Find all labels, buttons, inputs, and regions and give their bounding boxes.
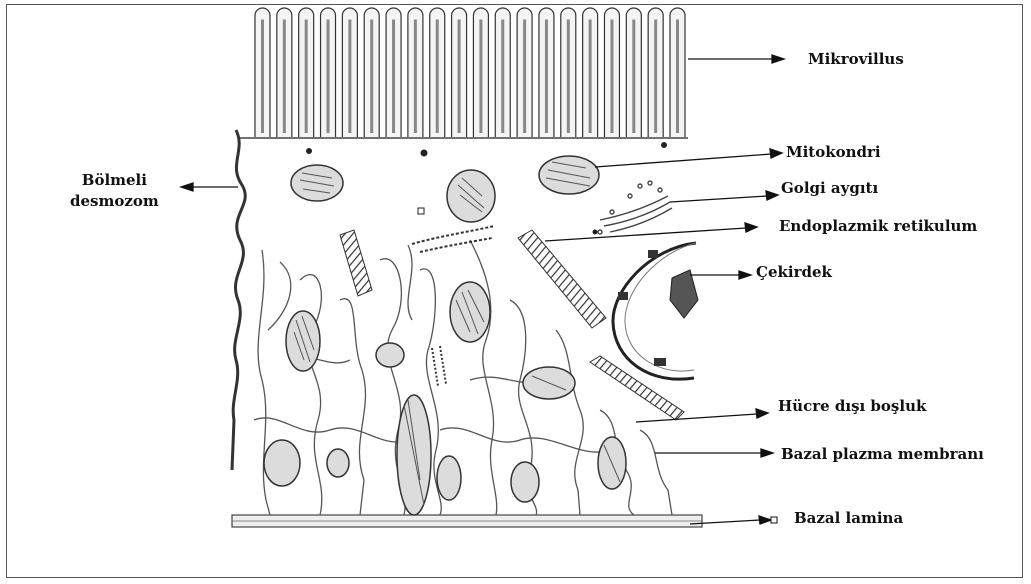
label-bazal-lamina: Bazal lamina bbox=[794, 509, 903, 527]
label-hucre-disi: Hücre dışı boşluk bbox=[778, 397, 926, 415]
label-bolmeli-desmozom: Bölmeli desmozom bbox=[70, 170, 159, 212]
label-golgi: Golgi aygıtı bbox=[781, 179, 878, 197]
golgi-apparatus bbox=[598, 181, 672, 234]
microvilli bbox=[255, 8, 685, 137]
bazal-lamina-marker bbox=[771, 517, 777, 523]
label-mikrovillus: Mikrovillus bbox=[808, 50, 904, 68]
desmosome-line bbox=[232, 130, 245, 470]
label-mitokondri: Mitokondri bbox=[786, 143, 881, 161]
label-endoplazmik: Endoplazmik retikulum bbox=[779, 217, 977, 235]
label-bolmeli-line2: desmozom bbox=[70, 191, 159, 212]
mitochondria bbox=[264, 156, 626, 515]
nucleus bbox=[613, 243, 698, 379]
label-bolmeli-line1: Bölmeli bbox=[70, 170, 159, 191]
label-bazal-plazma: Bazal plazma membranı bbox=[781, 445, 984, 463]
endoplasmic-reticulum bbox=[340, 226, 684, 420]
label-cekirdek: Çekirdek bbox=[756, 263, 832, 281]
